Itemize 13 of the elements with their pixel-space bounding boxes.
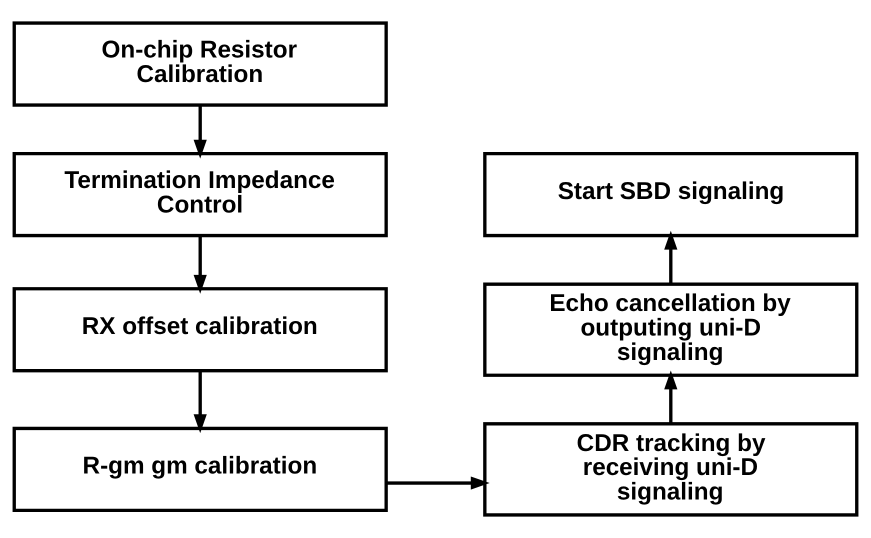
node-box: Termination Impedance Control [12, 152, 388, 238]
node-box: Start SBD signaling [483, 152, 858, 238]
arrow [194, 236, 207, 294]
node-box: Echo cancellation by outputing uni-D signaling [483, 282, 858, 377]
arrow [664, 370, 678, 424]
node-box: On-chip Resistor Calibration [12, 21, 388, 107]
node-box: R-gm gm calibration [12, 426, 388, 512]
arrow [194, 370, 207, 434]
node-box: RX offset calibration [12, 287, 388, 372]
arrow [386, 476, 490, 490]
arrow [194, 105, 207, 159]
node-box: CDR tracking by receiving uni-D signaling [483, 422, 858, 517]
arrow [664, 230, 678, 284]
